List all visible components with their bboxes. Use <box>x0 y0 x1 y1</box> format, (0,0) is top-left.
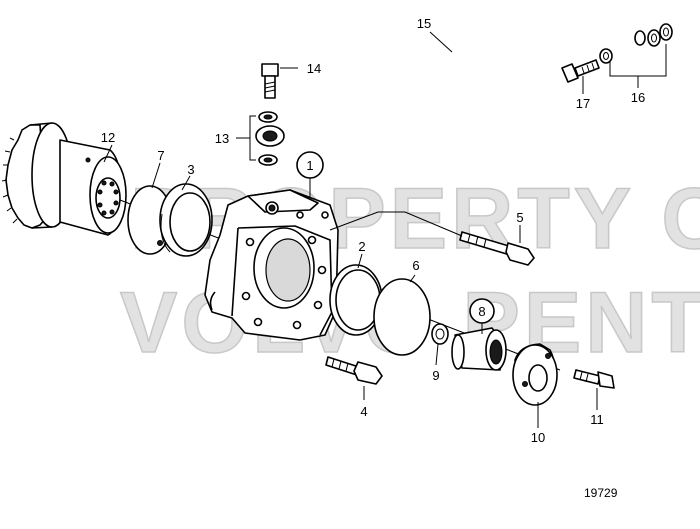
housing-bolt-holes <box>241 211 329 330</box>
part-banjo-13 <box>255 111 285 166</box>
callout-15: 15 <box>417 16 431 31</box>
callout-4: 4 <box>360 404 367 419</box>
bearing-rollers <box>97 180 119 216</box>
part-washers-16 <box>599 23 673 64</box>
callout-1: 1 <box>306 158 313 173</box>
callout-12: 12 <box>101 130 115 145</box>
callout-circle-1 <box>296 151 324 179</box>
callout-17: 17 <box>576 96 590 111</box>
callout-16: 16 <box>631 90 645 105</box>
part-bolt-5 <box>459 231 535 266</box>
part-bolt-14 <box>261 63 279 99</box>
part-washer-9 <box>431 323 449 345</box>
callout-3: 3 <box>187 162 194 177</box>
part-bolt-11 <box>573 369 615 389</box>
part-gear-12 <box>1 122 127 236</box>
callout-8: 8 <box>478 304 485 319</box>
callout-2: 2 <box>358 239 365 254</box>
part-flange-10 <box>512 343 558 406</box>
part-bolt-4 <box>325 356 383 385</box>
part-oil-pipe <box>281 30 646 135</box>
part-o-ring-6 <box>373 278 431 356</box>
callout-11: 11 <box>590 412 604 427</box>
callout-10: 10 <box>531 430 545 445</box>
leader-lines <box>103 31 667 428</box>
callout-7: 7 <box>157 148 164 163</box>
callout-circle-8 <box>469 298 495 324</box>
figure-number: 19729 <box>584 486 618 500</box>
part-sleeve-3 <box>157 183 213 257</box>
callout-14: 14 <box>307 61 321 76</box>
part-seal-ring-2 <box>329 264 383 336</box>
callout-6: 6 <box>412 258 419 273</box>
callout-13: 13 <box>215 131 229 146</box>
part-housing-1 <box>204 189 339 341</box>
callout-5: 5 <box>516 210 523 225</box>
part-coupling-8 <box>451 327 507 371</box>
part-bolt-17 <box>561 59 600 83</box>
callout-9: 9 <box>432 368 439 383</box>
